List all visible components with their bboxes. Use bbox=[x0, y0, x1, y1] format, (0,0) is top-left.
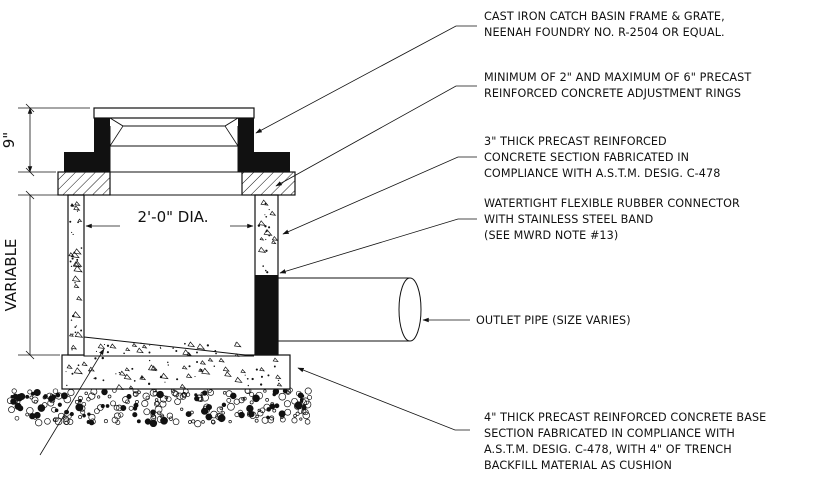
note-frame-grate-line-2: NEENAH FOUNDRY NO. R-2504 OR EQUAL. bbox=[484, 26, 725, 39]
cast-iron-frame bbox=[64, 107, 290, 172]
bench-aggregate bbox=[95, 341, 242, 357]
rubber-connector bbox=[255, 275, 278, 355]
note-adjustment-rings-line-2: REINFORCED CONCRETE ADJUSTMENT RINGS bbox=[484, 87, 741, 100]
note-adjustment-rings-line-1: MINIMUM OF 2" AND MAXIMUM OF 6" PRECAST bbox=[484, 71, 751, 84]
outlet-pipe bbox=[278, 277, 422, 342]
note-rubber-connector-line-1: WATERTIGHT FLEXIBLE RUBBER CONNECTOR bbox=[484, 197, 740, 210]
dim-diameter: 2'-0" DIA. bbox=[137, 208, 208, 226]
dimension-variable: VARIABLE bbox=[2, 190, 66, 360]
dimension-9-inch: 9" bbox=[0, 103, 90, 177]
trench-backfill-gravel bbox=[6, 387, 313, 428]
note-frame-grate-line-1: CAST IRON CATCH BASIN FRAME & GRATE, bbox=[484, 10, 725, 23]
note-base-section-line-3: A.S.T.M. DESIG. C-478, WITH 4" OF TRENCH bbox=[484, 443, 732, 456]
leader-lines bbox=[39, 25, 477, 456]
note-base-section-line-2: SECTION FABRICATED IN COMPLIANCE WITH bbox=[484, 427, 735, 440]
note-precast-section-line-1: 3" THICK PRECAST REINFORCED bbox=[484, 135, 667, 148]
dim-wall-height: VARIABLE bbox=[2, 239, 20, 312]
note-rubber-connector: WATERTIGHT FLEXIBLE RUBBER CONNECTOR WIT… bbox=[484, 197, 740, 242]
note-frame-grate: CAST IRON CATCH BASIN FRAME & GRATE, NEE… bbox=[484, 10, 725, 39]
dimension-diameter: 2'-0" DIA. bbox=[85, 207, 254, 229]
basin-bench bbox=[83, 336, 255, 357]
note-base-section-line-4: BACKFILL MATERIAL AS CUSHION bbox=[484, 459, 672, 472]
note-rubber-connector-line-3: (SEE MWRD NOTE #13) bbox=[484, 229, 618, 242]
right-wall-aggregate bbox=[257, 199, 279, 274]
note-outlet-pipe-line-1: OUTLET PIPE (SIZE VARIES) bbox=[476, 314, 631, 327]
note-precast-section-line-2: CONCRETE SECTION FABRICATED IN bbox=[484, 151, 689, 164]
dim-frame-height: 9" bbox=[0, 132, 18, 148]
base-slab-aggregate bbox=[65, 356, 283, 391]
note-precast-section-line-3: COMPLIANCE WITH A.S.T.M. DESIG. C-478 bbox=[484, 167, 720, 180]
note-rubber-connector-line-2: WITH STAINLESS STEEL BAND bbox=[484, 213, 653, 226]
adjustment-ring-right bbox=[241, 171, 296, 196]
note-base-section: 4" THICK PRECAST REINFORCED CONCRETE BAS… bbox=[484, 411, 766, 472]
note-adjustment-rings: MINIMUM OF 2" AND MAXIMUM OF 6" PRECAST … bbox=[484, 71, 751, 100]
adjustment-ring-left bbox=[57, 171, 111, 196]
note-outlet-pipe: OUTLET PIPE (SIZE VARIES) bbox=[476, 314, 631, 327]
note-precast-section: 3" THICK PRECAST REINFORCED CONCRETE SEC… bbox=[484, 135, 720, 180]
left-wall-aggregate bbox=[68, 201, 84, 351]
note-base-section-line-1: 4" THICK PRECAST REINFORCED CONCRETE BAS… bbox=[484, 411, 766, 424]
precast-base-slab bbox=[61, 354, 291, 390]
